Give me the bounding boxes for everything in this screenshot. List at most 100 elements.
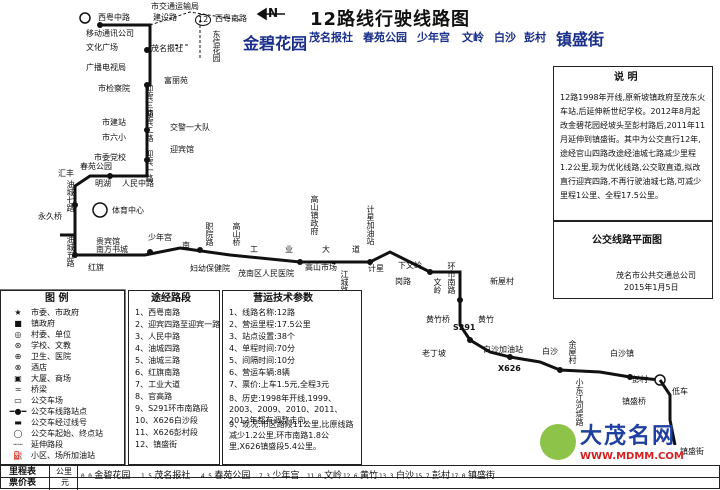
place-label: 白沙镇: [610, 349, 634, 358]
tech-item: 4、单程时间:70分: [229, 344, 295, 353]
mileage-table: 里程表 票价表 公里 元 0.0 金碧花园 1.5 茂名报社 4.5 春苑公园 …: [0, 465, 720, 490]
plan-label: 公交线路平面图: [592, 235, 662, 246]
place-label: 老丁坡: [422, 349, 446, 358]
place-label: 市交通运输局: [151, 2, 199, 11]
compass-label: N: [268, 6, 279, 20]
place-label: 市六小: [102, 133, 126, 142]
via-roads-box: 途经路段 1、西粤南路 2、迎宾四路至迎宾一路 3、人民中路 4、油城四路 5、…: [128, 290, 220, 465]
watermark-url: WWW.MDMM.COM: [580, 451, 684, 462]
depot-icon: ▭: [14, 396, 22, 405]
place-label: 汇丰: [58, 169, 74, 178]
place-label: 春苑公园: [80, 162, 112, 171]
place-label: 迎宾二路: [145, 110, 154, 142]
tech-params-box: 营运技术参数 1、线路名称:12路 2、营运里程:17.5公里 3、站点设置:3…: [222, 290, 362, 465]
table-divider: [1, 477, 720, 478]
place-label: 南: [182, 241, 190, 250]
place-label: 计星: [368, 264, 384, 273]
tech-item: 2、营运里程:17.5公里: [229, 320, 311, 329]
place-label: 西粤中路: [98, 13, 130, 22]
info-box: 说 明 12路1998年开线,原新坡镇政府至茂东火车站,后延伸新世纪学校。201…: [553, 66, 713, 221]
place-label: 迎宾一路: [145, 150, 154, 182]
place-label: 江城路: [340, 270, 349, 294]
place-label: 广播电视局: [86, 63, 126, 72]
legend-row: ▬公交车经过线号: [5, 417, 87, 428]
place-label: 交警一大队: [170, 123, 210, 132]
route-terminus-start: 金碧花园: [243, 34, 308, 53]
place-label: 大: [322, 245, 330, 254]
legend-row: ▣大厦、商场: [5, 373, 71, 384]
route-stop-5: 白沙: [494, 31, 516, 44]
via-road-item: 10、X626白沙段: [135, 416, 198, 425]
company-date: 2015年1月5日: [624, 283, 679, 292]
legend-row: ⊗酒店: [5, 362, 47, 373]
place-label: 高山市场: [305, 263, 337, 272]
place-label: 妇幼保健院: [190, 264, 230, 273]
map-title: 12路线行驶线路图: [310, 9, 471, 30]
place-label: 职院路: [205, 222, 214, 246]
legend-row: ⊕卫生、医院: [5, 351, 71, 362]
legend-box: 图 例 ★市委、市政府 ■镇政府 ◎村委、单位 ⊛学校、文教 ⊕卫生、医院 ⊗酒…: [0, 290, 125, 465]
route-stop-6: 彭村: [524, 31, 546, 44]
place-label: 工: [250, 245, 258, 254]
via-road-item: 11、X626彭村段: [135, 428, 198, 437]
place-label: 环市南路: [447, 262, 456, 294]
dashed-line-icon: ┄┄: [13, 440, 23, 449]
route-stop-2: 春苑公园: [363, 31, 407, 44]
route-stop-1: 茂名报社: [309, 31, 353, 44]
place-label: 市建站: [102, 118, 126, 127]
place-label: 茂名报社: [151, 44, 183, 53]
mileage-stop: 1.5 茂名报社: [141, 471, 191, 481]
fare-label: 票价表: [9, 478, 37, 488]
place-label: 迎宾三路: [145, 85, 154, 117]
place-label: 12: [195, 14, 212, 26]
place-label: 黄竹桥: [426, 315, 450, 324]
plan-box: 公交线路平面图 茂名市公共交通总公司 2015年1月5日: [553, 221, 713, 299]
legend-row: ≍桥梁: [5, 384, 47, 395]
cross-icon: ⊕: [14, 352, 22, 361]
place-label: 白沙加油站: [483, 345, 523, 354]
info-body: 12路1998年开线,原新坡镇政府至茂东火车站,后延伸新世纪学校。2012年8月…: [560, 93, 706, 200]
via-roads-heading: 途经路段: [151, 293, 191, 304]
legend-row: ⛽小区、场所加油站: [5, 450, 95, 461]
school-icon: ⊛: [14, 341, 22, 350]
place-label: 市检察院: [98, 84, 130, 93]
place-label: 红旗: [88, 263, 104, 272]
place-label: 油城七路: [66, 180, 75, 212]
table-divider: [77, 466, 78, 490]
place-label: 白沙: [542, 347, 558, 356]
place-label: 新屋村: [490, 277, 514, 286]
via-road-item: 2、迎宾四路至迎宾一路: [135, 320, 221, 329]
place-label: 市委党校: [94, 153, 126, 162]
tech-item: 5、间隔时间:10分: [229, 356, 295, 365]
place-label: 富丽苑: [164, 76, 188, 85]
via-road-item: 12、镇盛街: [135, 440, 178, 449]
place-label: 高山桥: [232, 222, 241, 246]
bridge-icon: ≍: [14, 385, 22, 394]
fare-unit: 元: [61, 478, 69, 487]
place-label: 少年宫: [148, 233, 172, 242]
star-icon: ★: [14, 308, 22, 317]
building-icon: ▣: [14, 374, 22, 383]
company-name: 茂名市公共交通总公司: [616, 271, 696, 280]
place-label: 茂南区人民医院: [238, 269, 294, 278]
terminus-icon: ◯: [13, 429, 23, 438]
square-icon: ■: [14, 319, 22, 328]
tech-item: 8、历史:1998年开线,1999、2003、2009、2010、2011、20…: [229, 394, 343, 425]
legend-row: ▭公交车场: [5, 395, 63, 406]
place-label: 文岭: [433, 278, 442, 294]
place-label: S291: [453, 323, 476, 332]
place-label: 计星加油站: [366, 205, 375, 245]
mileage-stop: 0.0 金碧花园: [81, 471, 131, 481]
fuel-icon: ⛽: [13, 451, 23, 460]
legend-heading: 图 例: [45, 293, 69, 304]
mileage-stop: 17.0 镇盛街: [451, 471, 496, 481]
legend-row: ┄┄延伸路段: [5, 439, 63, 450]
legend-row: ◎村委、单位: [5, 329, 72, 340]
mileage-stop: 15.7 彭村: [415, 471, 451, 481]
line-number-icon: ▬: [14, 418, 22, 427]
legend-row: ━●━公交车线路站点: [5, 406, 87, 417]
place-label: 贵宾馆: [96, 237, 120, 246]
legend-row: ★市委、市政府: [5, 307, 79, 318]
place-label: 迎宾馆: [170, 145, 194, 154]
